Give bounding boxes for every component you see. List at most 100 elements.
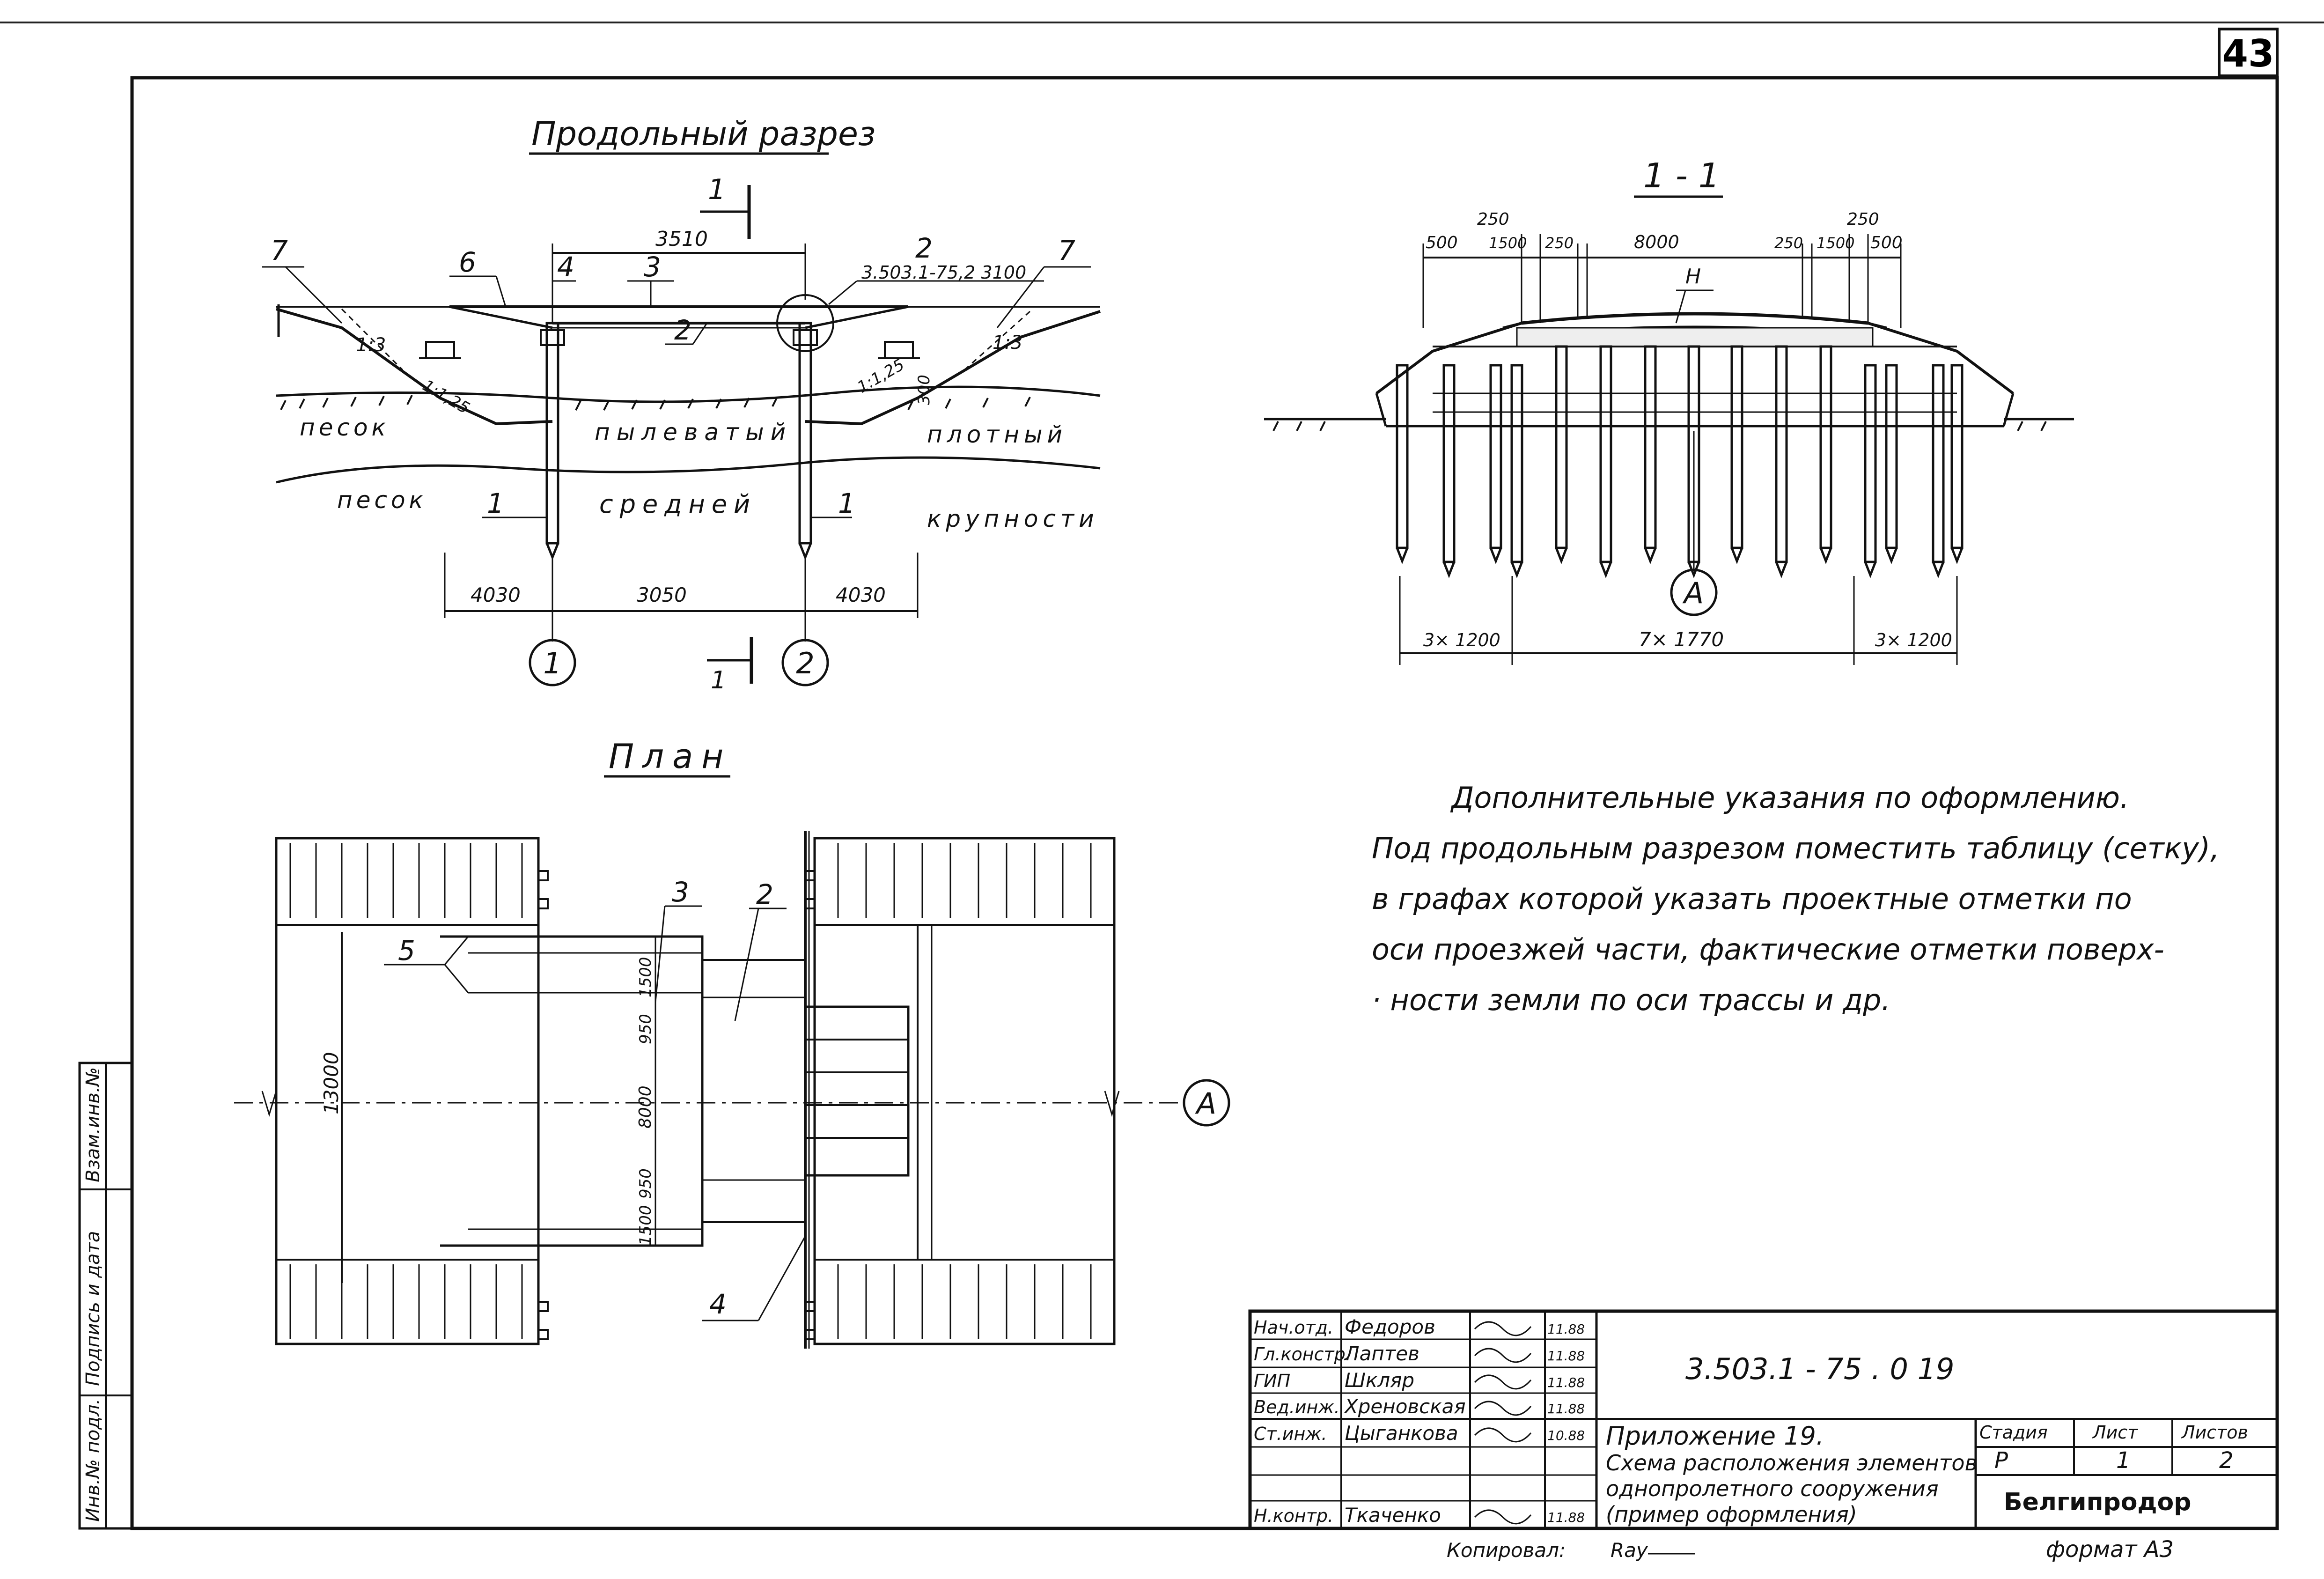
sheets-value: 2 [2219, 1447, 2234, 1474]
tb-role: Ст.инж. [1254, 1424, 1327, 1444]
notes-line-4: · ности земли по оси трассы и др. [1372, 983, 1891, 1017]
callout-6: 6 [459, 246, 476, 278]
slope-right: 1:3 [993, 332, 1022, 354]
cross-pile [1950, 364, 1964, 564]
title-line-2: Схема расположения элементов [1606, 1450, 1978, 1476]
cross-pile [1510, 364, 1523, 578]
dim-top-1: 500 [1426, 233, 1458, 252]
side-stamp-replaces: Взам.инв.№ [82, 1067, 104, 1182]
section-mark-bottom: 1 [711, 666, 726, 694]
longitudinal-title: Продольный разрез [531, 115, 875, 153]
sheets-label: Листов [2181, 1422, 2248, 1443]
axis-1: 1 [543, 646, 561, 680]
soil-2a: песок [337, 487, 427, 514]
cross-section: 1 - 1 250 250 500 1500 250 8000 250 1500… [1264, 156, 2074, 665]
cross-pile [1885, 364, 1898, 564]
title-line-4: (пример оформления) [1606, 1502, 1857, 1527]
tb-name: Лаптев [1344, 1342, 1419, 1365]
callout-1-left: 1 [487, 487, 504, 519]
side-stamp-sign: Подпись и дата [82, 1231, 104, 1386]
notes-line-1: Под продольным разрезом поместить таблиц… [1372, 831, 2220, 865]
sheet-label: Лист [2092, 1422, 2139, 1443]
title-line-3: однопролетного сооружения [1606, 1476, 1939, 1501]
dim-top-4: 8000 [1634, 232, 1679, 252]
plan-dim-1500-top: 1500 [636, 957, 655, 997]
plan-callout-2: 2 [756, 878, 773, 910]
side-stamp: Инв.№ подл. Подпись и дата Взам.инв.№ [78, 1062, 133, 1530]
plan-callout-4: 4 [709, 1288, 727, 1320]
slope-cone-left: 1:1,25 [419, 376, 473, 418]
plan-dim-8000: 8000 [636, 1085, 655, 1129]
dim-bottom-cross-3: 3× 1200 [1875, 630, 1952, 650]
cross-axis-a: А [1682, 576, 1704, 610]
callout-7-left: 7 [271, 235, 288, 266]
dim-bottom-cross-2: 7× 1770 [1639, 628, 1724, 651]
tb-signature [1474, 1427, 1532, 1443]
side-stamp-inv: Инв.№ подл. [82, 1399, 104, 1522]
notes-heading: Дополнительные указания по оформлению. [1451, 781, 2129, 815]
cross-pile [1819, 345, 1832, 564]
format-note: формат А3 [2046, 1536, 2174, 1563]
title-block: Нач.отд. Федоров 11.88 Гл.констр.Лаптев 11.8… [1248, 1309, 2279, 1530]
plan-title: План [609, 737, 732, 776]
tb-signature [1474, 1348, 1532, 1363]
cross-pile [1864, 364, 1877, 578]
sheet-frame [130, 76, 2279, 1530]
section-mark-top: 1 [708, 173, 726, 206]
longitudinal-section: Продольный разрез 1 [262, 115, 1101, 694]
callout-3: 3 [644, 251, 661, 283]
cross-pile [1396, 364, 1409, 564]
tb-name: Федоров [1345, 1315, 1435, 1338]
tb-name: Ткаченко [1345, 1504, 1441, 1527]
dim-bottom-cross-1: 3× 1200 [1423, 630, 1500, 650]
dim-top-6: 1500 [1817, 234, 1854, 252]
cross-pile [1775, 345, 1788, 578]
slope-cone-right: 1:1,25 [854, 355, 908, 397]
tb-role: Нач.отд. [1254, 1317, 1333, 1338]
plan-callout-5: 5 [398, 935, 415, 967]
cross-pile [1489, 364, 1502, 564]
callout-1-right: 1 [838, 487, 855, 519]
notes-line-3: оси проезжей части, фактические отметки … [1372, 932, 2164, 967]
cross-pile [1932, 364, 1945, 578]
tb-date: 11.88 [1547, 1348, 1585, 1364]
cross-pile [1599, 345, 1612, 578]
dim-bottom-2: 3050 [637, 583, 687, 606]
notes-block: Дополнительные указания по оформлению. П… [1372, 773, 2285, 1026]
copied-by: Копировал: [1447, 1539, 1566, 1562]
page-number-box [2218, 28, 2279, 77]
stage-label: Стадия [1979, 1422, 2048, 1443]
soil-2c: крупности [927, 505, 1099, 532]
tb-role: Гл.констр. [1254, 1344, 1351, 1365]
plan-view: План [234, 737, 1230, 1349]
dim-top-7: 500 [1870, 233, 1903, 252]
cross-pile [1555, 345, 1568, 564]
dim-span: 3510 [655, 227, 708, 251]
tb-date: 10.88 [1547, 1428, 1585, 1443]
dim-top-5: 250 [1774, 234, 1803, 252]
dim-top-outer-r: 250 [1847, 210, 1879, 229]
notes-line-2: в графах которой указать проектные отмет… [1372, 882, 2132, 916]
tb-name: Цыганкова [1345, 1422, 1458, 1445]
tb-role: Вед.инж. [1254, 1397, 1340, 1417]
callout-2-span: 2 [674, 314, 691, 346]
title-line-1: Приложение 19. [1606, 1421, 1824, 1451]
dim-top-outer-l: 250 [1477, 210, 1509, 229]
label-h: Н [1685, 265, 1701, 288]
axis-2: 2 [796, 646, 814, 680]
stage-value: Р [1994, 1447, 2008, 1474]
tb-name: Шкляр [1345, 1369, 1414, 1392]
plan-dim-950-bottom: 950 [636, 1168, 655, 1199]
cross-title: 1 - 1 [1643, 156, 1720, 195]
callout-4: 4 [557, 251, 574, 283]
cross-pile [1644, 345, 1657, 564]
org-name: Белгипродор [2004, 1488, 2191, 1516]
tb-date: 11.88 [1547, 1510, 1585, 1525]
plan-dim-950-top: 950 [636, 1014, 655, 1044]
soil-1a: песок [300, 414, 390, 441]
tb-date: 11.88 [1547, 1375, 1585, 1390]
plan-axis-a: А [1195, 1086, 1216, 1121]
tb-role: ГИП [1254, 1371, 1290, 1391]
page-number: 43 [2222, 32, 2274, 75]
ref-code: 3.503.1-75,2 3100 [861, 262, 1026, 283]
